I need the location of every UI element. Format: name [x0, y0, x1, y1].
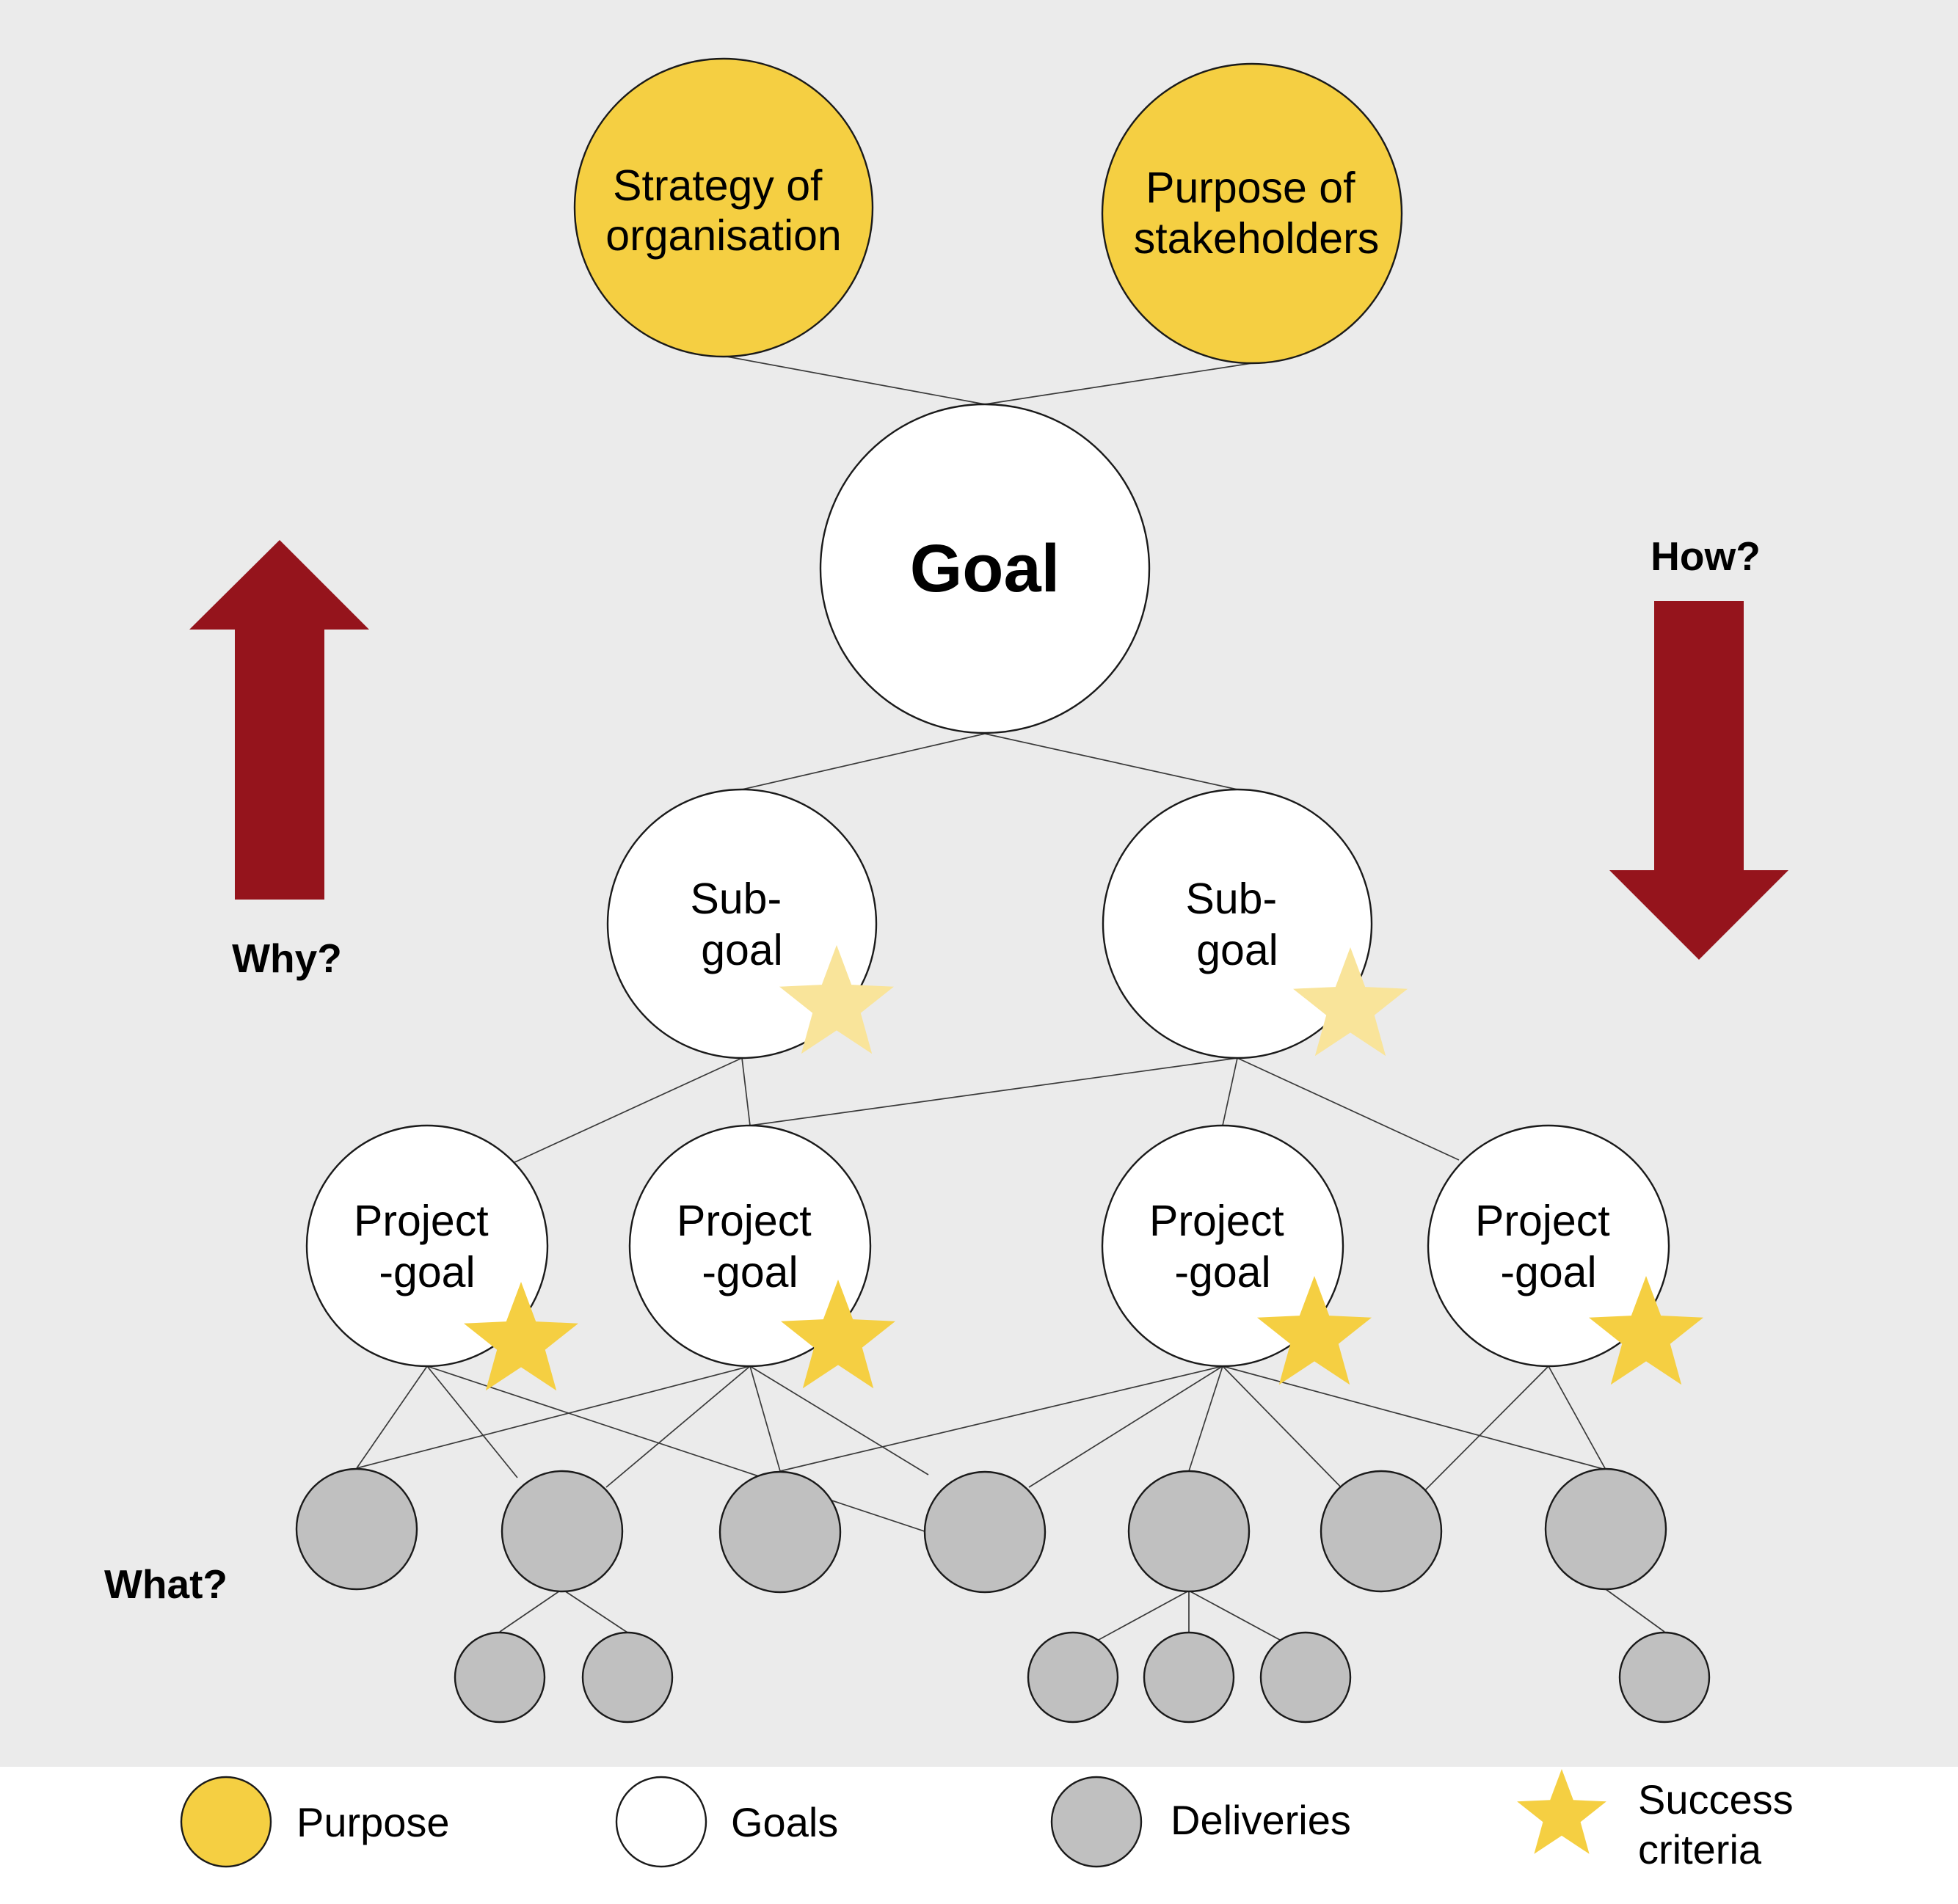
edge-project-1-delivery-1 — [356, 1365, 428, 1469]
edge-stakeholders-goal — [984, 362, 1253, 405]
edge-project-4-delivery-7 — [1548, 1365, 1606, 1470]
legend-purpose-label: Purpose — [296, 1799, 450, 1845]
sub-delivery-node-5 — [1259, 1631, 1352, 1724]
project-goal-node-4-line-1: Project — [1475, 1197, 1610, 1245]
delivery-node-7 — [1544, 1467, 1667, 1591]
purpose-node-stakeholders-label: Purpose of stakeholders — [1134, 164, 1380, 263]
edge-subgoal-right-project-2 — [749, 1057, 1238, 1126]
edge-project-3-delivery-5 — [1188, 1365, 1223, 1472]
subgoal-node-right-label: Sub- goal — [1185, 875, 1289, 974]
why-label: Why? — [232, 935, 342, 981]
edge-subgoal-left-project-2 — [741, 1057, 751, 1126]
project-goal-3-star-icon — [1257, 1276, 1372, 1385]
edge-strategy-goal — [722, 355, 986, 405]
edge-subgoal-left-project-1 — [511, 1057, 743, 1164]
delivery-node-1 — [295, 1467, 418, 1591]
project-goal-node-2-label: Project -goal — [677, 1197, 823, 1296]
project-goal-node-4-label: Project -goal — [1475, 1197, 1622, 1296]
purpose-node-stakeholders — [1101, 62, 1403, 365]
delivery-node-4 — [923, 1470, 1047, 1594]
delivery-node-5 — [1127, 1470, 1251, 1593]
legend-success-criteria-line-1: Success — [1638, 1776, 1794, 1823]
project-goal-node-2-line-1: Project — [677, 1197, 812, 1245]
edge-project-1-delivery-4 — [426, 1365, 958, 1543]
delivery-node-6 — [1320, 1470, 1443, 1593]
project-goal-node-1-label: Project -goal — [354, 1197, 501, 1296]
edge-project-3-delivery-7 — [1222, 1365, 1606, 1470]
sub-delivery-node-4 — [1143, 1631, 1235, 1724]
project-goal-4-star-icon — [1589, 1276, 1703, 1385]
legend-success-criteria-line-2: criteria — [1638, 1826, 1762, 1872]
project-goal-node-1-line-2: -goal — [379, 1248, 475, 1296]
how-label: How? — [1651, 533, 1761, 579]
edge-project-2-delivery-3 — [749, 1365, 781, 1472]
edge-project-2-delivery-4 — [749, 1365, 929, 1476]
legend-success-criteria-label: Success criteria — [1638, 1776, 1805, 1872]
project-goal-node-1 — [305, 1124, 549, 1368]
purpose-node-strategy-label: Strategy of organisation — [605, 161, 841, 260]
how-arrow-down-icon — [1609, 601, 1788, 960]
legend-goals-swatch — [615, 1776, 707, 1868]
delivery-node-2 — [501, 1470, 624, 1593]
purpose-node-stakeholders-line-2: stakeholders — [1134, 214, 1380, 263]
main-goal-node — [819, 403, 1151, 734]
project-goal-node-4-line-2: -goal — [1500, 1248, 1596, 1296]
subgoal-node-right-line-2: goal — [1196, 926, 1278, 974]
edge-delivery-7-sub-1 — [1605, 1589, 1665, 1633]
purpose-node-strategy-line-1: Strategy of — [613, 161, 823, 210]
sub-delivery-node-6 — [1618, 1631, 1711, 1724]
edge-project-4-delivery-6 — [1420, 1365, 1549, 1495]
subgoal-node-left-line-2: goal — [701, 926, 783, 974]
edge-goal-subgoal-left — [741, 733, 986, 790]
subgoal-node-right-line-1: Sub- — [1185, 875, 1277, 923]
project-goal-1-star-icon — [464, 1282, 578, 1391]
project-goal-2-star-icon — [781, 1280, 895, 1389]
delivery-node-3 — [718, 1470, 842, 1594]
edge-delivery-2-sub-1 — [499, 1589, 563, 1633]
project-goal-node-2-line-2: -goal — [702, 1248, 798, 1296]
legend-purpose-swatch — [180, 1776, 272, 1868]
project-goal-node-4 — [1427, 1124, 1670, 1368]
subgoal-node-left-line-1: Sub- — [690, 875, 782, 923]
edge-goal-subgoal-right — [984, 733, 1238, 790]
legend-deliveries-swatch — [1050, 1776, 1143, 1868]
subgoal-right-star-icon — [1293, 947, 1408, 1057]
project-goal-node-3-line-2: -goal — [1174, 1248, 1270, 1296]
edge-delivery-2-sub-2 — [561, 1589, 628, 1633]
connector-lines — [356, 355, 1665, 1655]
edge-project-2-delivery-1 — [356, 1365, 751, 1469]
project-goal-node-3-line-1: Project — [1149, 1197, 1284, 1245]
project-goal-node-1-line-1: Project — [354, 1197, 489, 1245]
legend-deliveries-label: Deliveries — [1171, 1797, 1351, 1843]
subgoal-left-star-icon — [779, 945, 894, 1054]
edge-subgoal-right-project-3 — [1222, 1057, 1238, 1126]
edge-project-3-delivery-6 — [1222, 1365, 1349, 1495]
legend: Purpose Goals Deliveries Success criteri… — [180, 1769, 1805, 1872]
project-goal-node-2 — [628, 1124, 872, 1368]
legend-success-criteria-star-icon — [1517, 1769, 1606, 1854]
edge-project-2-delivery-2 — [605, 1365, 751, 1488]
purpose-node-stakeholders-line-1: Purpose of — [1146, 164, 1355, 212]
sub-delivery-node-1 — [454, 1631, 546, 1724]
purpose-node-strategy-line-2: organisation — [605, 211, 841, 260]
project-goal-node-3-label: Project -goal — [1149, 1197, 1296, 1296]
main-goal-label: Goal — [910, 531, 1060, 606]
edge-project-1-delivery-2 — [426, 1365, 518, 1478]
edge-project-3-delivery-4 — [1028, 1365, 1223, 1488]
why-arrow-up-icon — [189, 540, 369, 900]
subgoal-node-left-label: Sub- goal — [690, 875, 793, 974]
sub-delivery-node-3 — [1027, 1631, 1119, 1724]
what-label: What? — [104, 1561, 228, 1607]
purpose-node-strategy — [573, 57, 874, 358]
edge-subgoal-right-project-4 — [1237, 1057, 1460, 1161]
sub-delivery-node-2 — [581, 1631, 674, 1724]
project-goal-node-3 — [1101, 1124, 1344, 1368]
legend-goals-label: Goals — [731, 1799, 838, 1845]
edge-project-3-delivery-3 — [779, 1365, 1223, 1472]
legend-background — [0, 1767, 1958, 1900]
